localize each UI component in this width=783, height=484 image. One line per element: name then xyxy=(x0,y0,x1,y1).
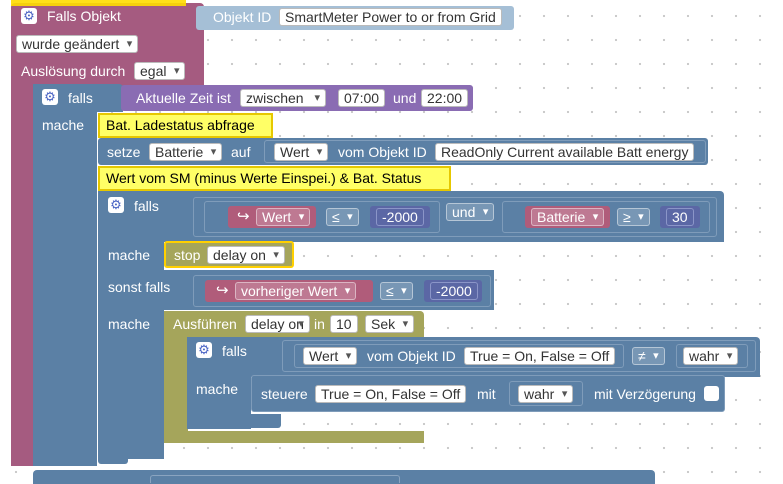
cond1-value-field[interactable]: -2000 xyxy=(376,208,424,226)
cond1-variable-dropdown[interactable]: Wert xyxy=(256,208,311,226)
nested-value-dropdown[interactable]: Wert xyxy=(303,347,358,365)
timeout-name-field[interactable]: delay on xyxy=(245,315,310,333)
trigger-dropdown[interactable]: wurde geändert xyxy=(16,35,139,53)
control-object-id-field[interactable]: True = On, False = Off xyxy=(315,385,467,403)
cond1-operator-dropdown[interactable]: ≤ xyxy=(326,208,359,226)
elseif-keyword: sonst falls xyxy=(108,279,171,295)
inner-if-left-bar xyxy=(98,191,164,459)
trigger-by-dropdown[interactable]: egal xyxy=(134,62,186,80)
set-value-dropdown[interactable]: Wert xyxy=(274,143,329,161)
cond2-value-field[interactable]: 30 xyxy=(666,208,694,226)
set-variable-dropdown[interactable]: Batterie xyxy=(149,143,223,161)
set-to-label: auf xyxy=(231,144,251,160)
outer-if-left-bar xyxy=(33,84,97,466)
and-operator-dropdown[interactable]: und xyxy=(446,203,495,221)
control-value-dropdown[interactable]: wahr xyxy=(518,385,574,403)
control-delay-label: mit Verzögerung xyxy=(594,386,696,402)
nested-if-keyword: falls xyxy=(222,343,247,359)
gear-icon[interactable]: ⚙ xyxy=(21,8,37,24)
time-operator-dropdown[interactable]: zwischen xyxy=(240,89,326,107)
elseif-variable-dropdown[interactable]: vorheriger Wert xyxy=(235,282,357,300)
gear-icon[interactable]: ⚙ xyxy=(108,197,124,213)
set-from-object-label: vom Objekt ID xyxy=(338,144,427,160)
timeout-in-label: in xyxy=(314,316,325,332)
timeout-unit-dropdown[interactable]: Sek xyxy=(365,315,415,333)
outer-if-keyword: falls xyxy=(68,90,93,106)
variable-arrow-icon: ↪ xyxy=(216,282,229,299)
event-block-header-highlight xyxy=(11,0,186,6)
control-keyword: steuere xyxy=(261,386,308,402)
cond2-operator-dropdown[interactable]: ≥ xyxy=(617,208,650,226)
inner-do-keyword: mache xyxy=(108,247,151,263)
cond2-variable-dropdown[interactable]: Batterie xyxy=(531,208,605,226)
gear-icon[interactable]: ⚙ xyxy=(42,89,58,105)
outer-do-keyword: mache xyxy=(42,117,85,133)
time-label: Aktuelle Zeit ist xyxy=(136,90,231,106)
nested-compare-dropdown[interactable]: wahr xyxy=(683,347,739,365)
time-from-field[interactable]: 07:00 xyxy=(338,89,386,107)
gear-icon[interactable]: ⚙ xyxy=(196,342,212,358)
time-and-label: und xyxy=(393,90,417,106)
inner-if-keyword: falls xyxy=(134,198,159,214)
elseif-do-keyword: mache xyxy=(108,316,151,332)
object-id-label: Objekt ID xyxy=(213,9,272,25)
stop-keyword: stop xyxy=(174,247,201,263)
set-object-id-field[interactable]: ReadOnly Current available Batt energy xyxy=(435,143,695,161)
timeout-label: Ausführen xyxy=(173,316,237,332)
timeout-value-field[interactable]: 10 xyxy=(330,315,358,333)
next-block-stub-inner xyxy=(150,475,400,483)
event-block-left-bar xyxy=(11,84,33,466)
trigger-by-label: Auslösung durch xyxy=(21,63,126,79)
nested-from-object-label: vom Objekt ID xyxy=(367,348,456,364)
timeout-block-left-bar xyxy=(164,311,188,443)
time-to-field[interactable]: 22:00 xyxy=(421,89,469,107)
nested-do-keyword: mache xyxy=(196,381,239,397)
variable-arrow-icon: ↪ xyxy=(237,208,250,225)
elseif-operator-dropdown[interactable]: ≤ xyxy=(380,282,413,300)
nested-if-bottom xyxy=(187,414,281,428)
delay-checkbox[interactable] xyxy=(704,386,719,401)
control-with-label: mit xyxy=(477,386,496,402)
comment-sm-value[interactable]: Wert vom SM (minus Werte Einspei.) & Bat… xyxy=(98,166,451,191)
nested-object-id-field[interactable]: True = On, False = Off xyxy=(464,347,616,365)
stop-timer-dropdown[interactable]: delay on xyxy=(207,246,285,264)
timeout-block-bottom xyxy=(164,431,424,443)
event-title: Falls Objekt xyxy=(47,8,121,24)
comment-battery-status[interactable]: Bat. Ladestatus abfrage xyxy=(98,113,273,138)
elseif-value-field[interactable]: -2000 xyxy=(430,282,478,300)
nested-operator-dropdown[interactable]: ≠ xyxy=(632,347,665,365)
object-id-field[interactable]: SmartMeter Power to or from Grid xyxy=(279,8,502,26)
inner-if-bottom xyxy=(98,452,128,464)
set-keyword: setze xyxy=(107,144,141,160)
